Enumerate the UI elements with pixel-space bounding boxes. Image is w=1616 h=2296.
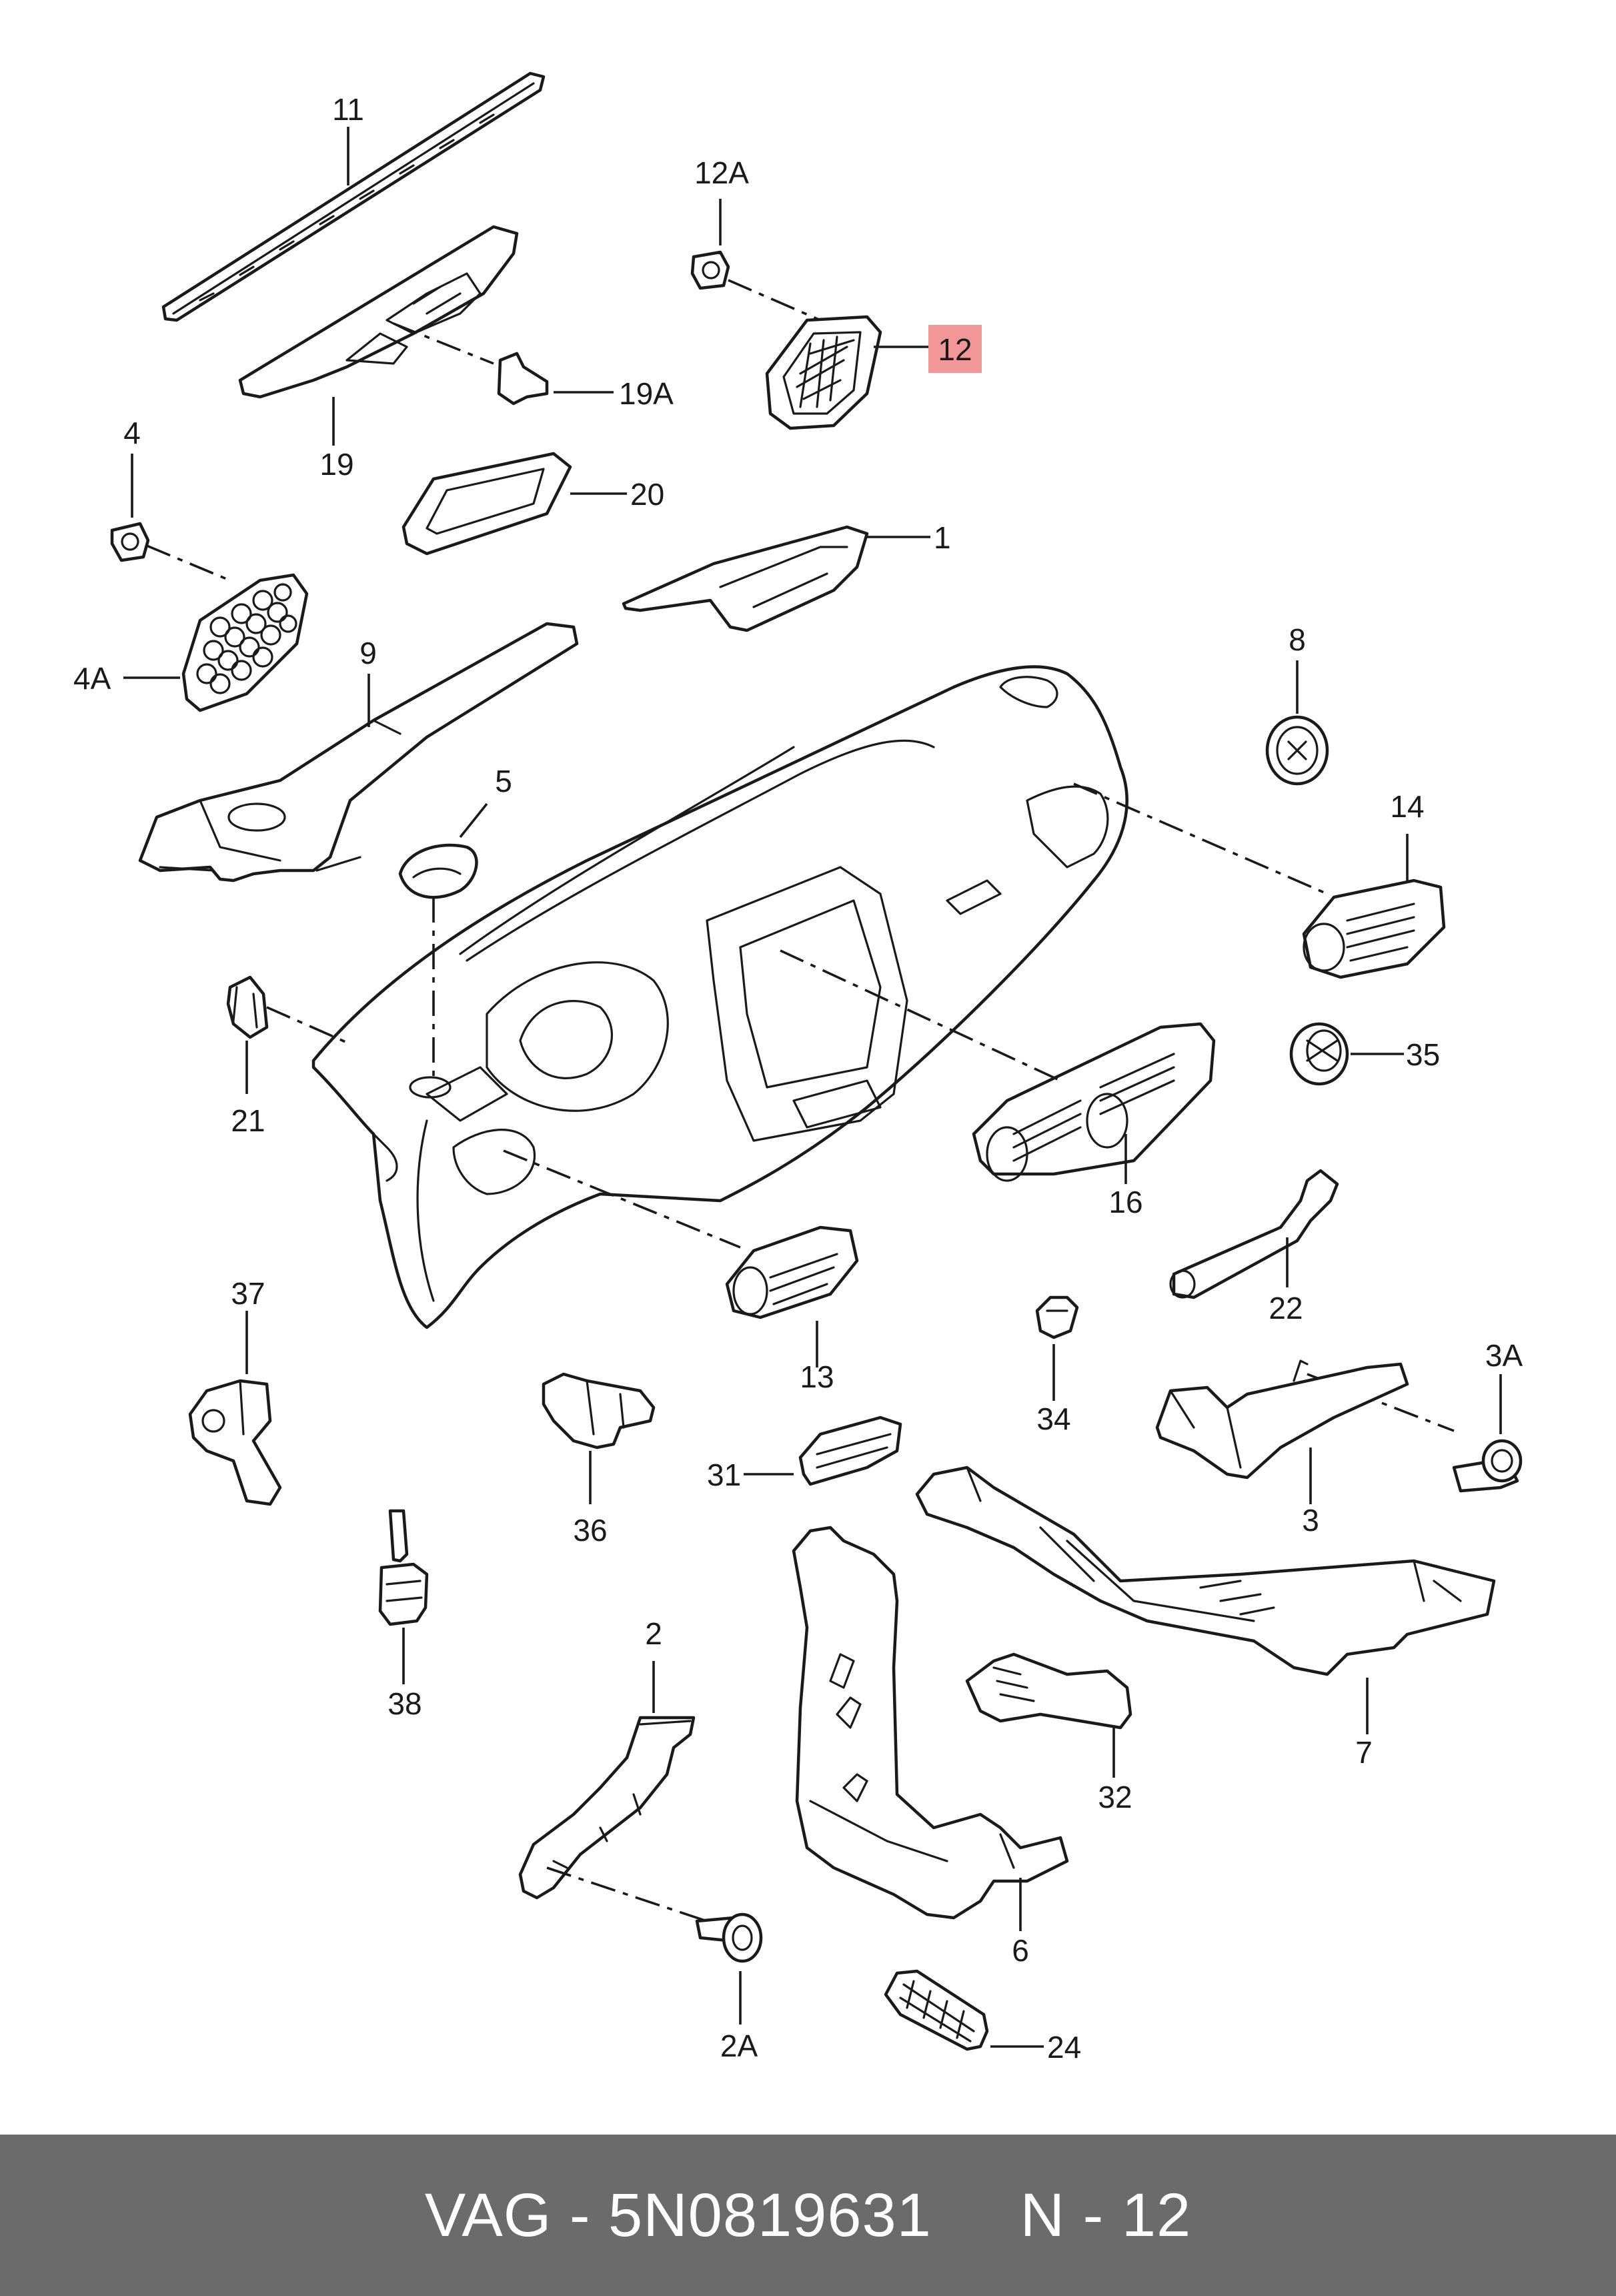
label-7: 7 — [1355, 1735, 1373, 1770]
part-24-small-grille — [884, 1969, 989, 2051]
part-32-elbow — [965, 1652, 1132, 1730]
label-2a: 2A — [720, 2029, 758, 2063]
label-1: 1 — [934, 520, 951, 555]
label-24: 24 — [1047, 2030, 1081, 2065]
label-3: 3 — [1302, 1503, 1319, 1538]
label-14: 14 — [1390, 789, 1424, 824]
label-11: 11 — [332, 92, 364, 127]
part-8-cap — [1265, 715, 1329, 786]
exploded-parts-diagram: 11 12A 12 19A 19 4 20 1 4A 9 8 5 14 21 3… — [73, 71, 1523, 2065]
part-38-connector — [378, 1509, 429, 1626]
part-37-sensor-bracket — [188, 1379, 282, 1506]
label-2: 2 — [645, 1616, 662, 1651]
label-20: 20 — [630, 477, 664, 512]
label-4: 4 — [123, 416, 141, 450]
part-12-air-vent-grille — [765, 315, 882, 430]
part-2-left-duct — [518, 1716, 696, 1900]
part-6-center-duct — [792, 1526, 1069, 1920]
part-12a-nut — [690, 250, 730, 290]
footer-part-number: 5N0819631 — [608, 2181, 932, 2249]
dashboard-panel — [311, 665, 1128, 1329]
footer-position: N - 12 — [1020, 2181, 1192, 2249]
part-19a-clip — [497, 352, 549, 406]
part-3a-screw — [1452, 1439, 1523, 1493]
label-8: 8 — [1289, 622, 1306, 657]
part-7-rear-duct — [915, 1466, 1496, 1676]
label-16: 16 — [1108, 1185, 1142, 1219]
label-4a: 4A — [73, 661, 111, 696]
part-35-round-vent — [1289, 1022, 1349, 1086]
part-16-center-vents — [972, 1022, 1216, 1182]
callout-labels: 11 12A 12 19A 19 4 20 1 4A 9 8 5 14 21 3… — [73, 92, 1523, 2065]
part-number-footer: VAG - 5N0819631 N - 12 — [0, 2135, 1616, 2296]
part-11-defroster-strip — [161, 71, 546, 322]
part-13-left-vent — [725, 1225, 859, 1319]
label-13: 13 — [800, 1359, 834, 1394]
label-35: 35 — [1406, 1037, 1440, 1072]
footer-separator: - — [552, 2181, 609, 2249]
part-3-duct — [1155, 1359, 1409, 1480]
part-9-side-duct — [138, 622, 579, 883]
part-20-vent-frame — [401, 452, 572, 556]
part-4a-honeycomb-grille — [181, 573, 309, 712]
label-32: 32 — [1098, 1780, 1132, 1814]
label-5: 5 — [495, 764, 512, 798]
part-19-defroster-duct — [238, 225, 519, 399]
label-19a: 19A — [619, 376, 674, 411]
label-3a: 3A — [1485, 1338, 1523, 1373]
label-36: 36 — [573, 1513, 607, 1548]
part-14-side-vent — [1302, 879, 1446, 979]
part-21-clip — [226, 975, 269, 1039]
label-38: 38 — [387, 1686, 422, 1721]
part-2a-screw — [695, 1912, 763, 1963]
label-6: 6 — [1012, 1933, 1029, 1968]
label-37: 37 — [231, 1276, 265, 1311]
part-12-highlight — [928, 325, 982, 373]
label-22: 22 — [1269, 1291, 1303, 1325]
part-34-small-clip — [1035, 1295, 1079, 1339]
part-31-small-vent — [798, 1415, 902, 1486]
label-12: 12 — [938, 332, 972, 367]
label-12a: 12A — [694, 155, 749, 190]
footer-gap — [932, 2181, 1020, 2251]
part-1-center-duct — [622, 525, 869, 632]
label-19: 19 — [319, 447, 353, 482]
label-31: 31 — [707, 1458, 741, 1492]
label-21: 21 — [231, 1103, 265, 1138]
part-22-hose — [1169, 1169, 1339, 1299]
label-34: 34 — [1036, 1401, 1070, 1436]
part-36-sensor — [542, 1372, 656, 1450]
part-5-speaker-grille — [398, 843, 478, 899]
footer-brand: VAG — [424, 2181, 552, 2249]
part-4-nut — [110, 522, 150, 562]
label-9: 9 — [359, 636, 377, 670]
